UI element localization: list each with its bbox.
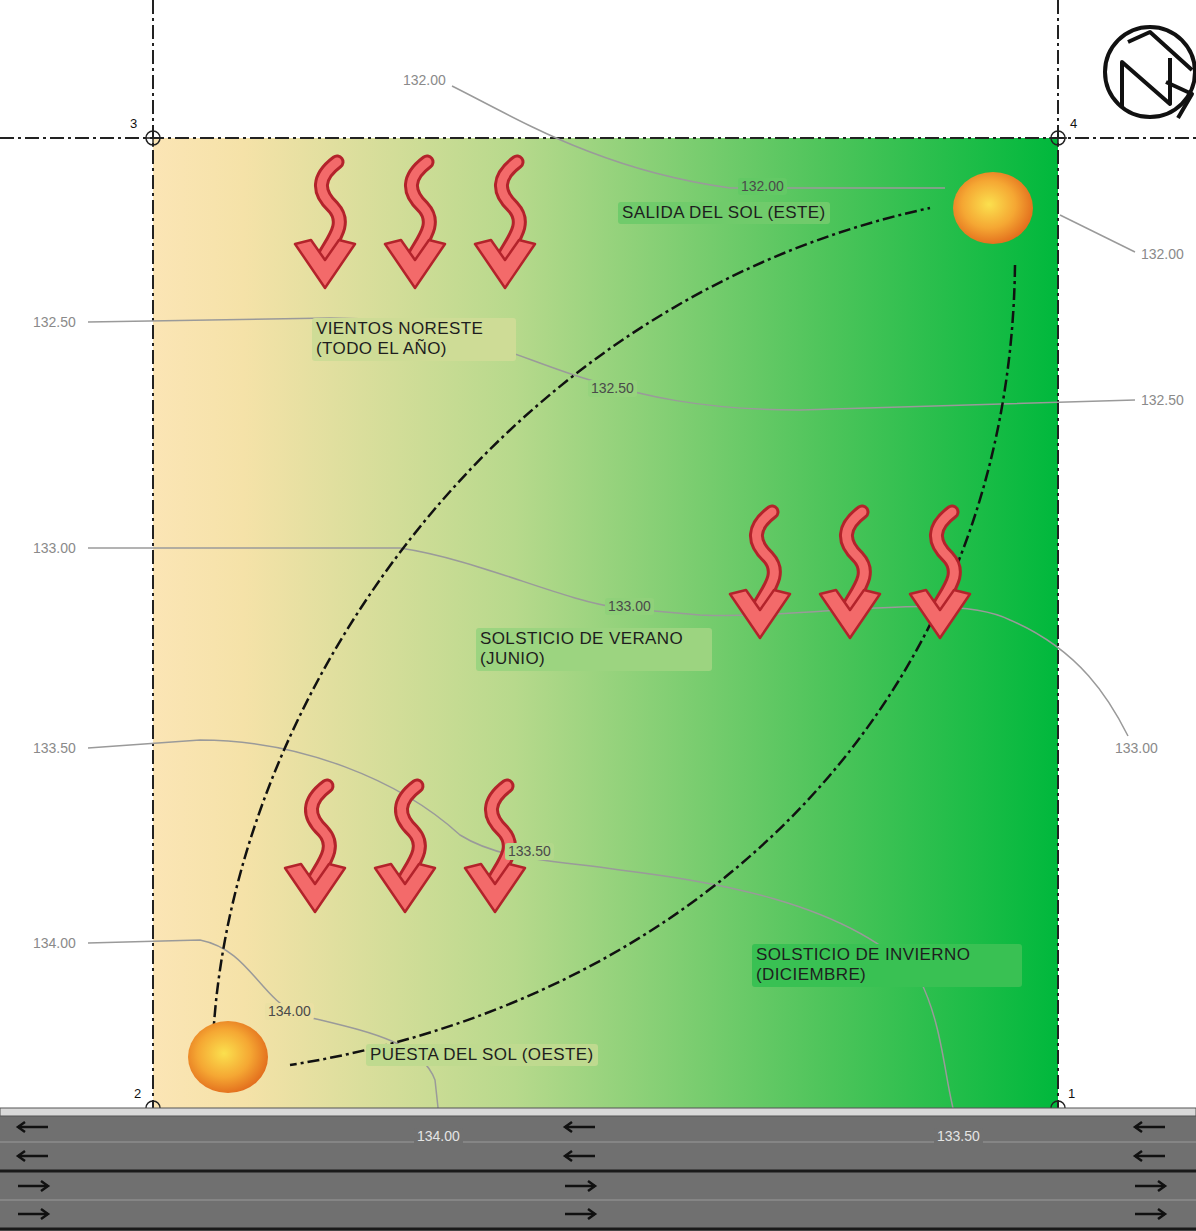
vertex-number: 1 xyxy=(1066,1086,1077,1102)
contour-lines xyxy=(88,86,1135,1126)
contour-elevation: 133.00 xyxy=(605,598,654,615)
contour-elevation: 134.00 xyxy=(414,1128,463,1145)
contour-elevation: 132.50 xyxy=(588,380,637,397)
contour-elevation: 133.00 xyxy=(1112,740,1161,757)
contour-elevation: 134.00 xyxy=(30,935,79,952)
sun-symbol xyxy=(953,172,1033,244)
vertex-number: 2 xyxy=(132,1086,143,1102)
contour-elevation: 133.00 xyxy=(30,540,79,557)
climate-label: SALIDA DEL SOL (ESTE) xyxy=(618,202,830,224)
climate-label: SOLSTICIO DE VERANO (JUNIO) xyxy=(476,628,712,671)
corner-markers xyxy=(144,129,1067,1115)
climate-label: VIENTOS NORESTE (TODO EL AÑO) xyxy=(312,318,516,361)
site-ground xyxy=(153,138,1058,1110)
contour-elevation: 133.50 xyxy=(934,1128,983,1145)
sun-symbol xyxy=(188,1021,268,1093)
contour-elevation: 133.50 xyxy=(505,843,554,860)
climate-label: PUESTA DEL SOL (OESTE) xyxy=(366,1044,598,1066)
grid-lines xyxy=(0,0,1196,1110)
north-symbol xyxy=(1105,27,1195,118)
vertex-number: 4 xyxy=(1068,116,1079,132)
wind-arrows xyxy=(285,162,970,912)
climate-label: SOLSTICIO DE INVIERNO (DICIEMBRE) xyxy=(752,944,1022,987)
road xyxy=(0,1108,1196,1231)
contour-elevation: 132.50 xyxy=(30,314,79,331)
sun-path xyxy=(213,208,1015,1065)
contour-elevation: 132.50 xyxy=(1138,392,1187,409)
contour-elevation: 132.00 xyxy=(738,178,787,195)
traffic-arrows xyxy=(18,1122,1165,1219)
contour-elevation: 132.00 xyxy=(400,72,449,89)
contour-elevation: 133.50 xyxy=(30,740,79,757)
contour-elevation: 132.00 xyxy=(1138,246,1187,263)
vertex-number: 3 xyxy=(128,116,139,132)
contour-elevation: 134.00 xyxy=(265,1003,314,1020)
